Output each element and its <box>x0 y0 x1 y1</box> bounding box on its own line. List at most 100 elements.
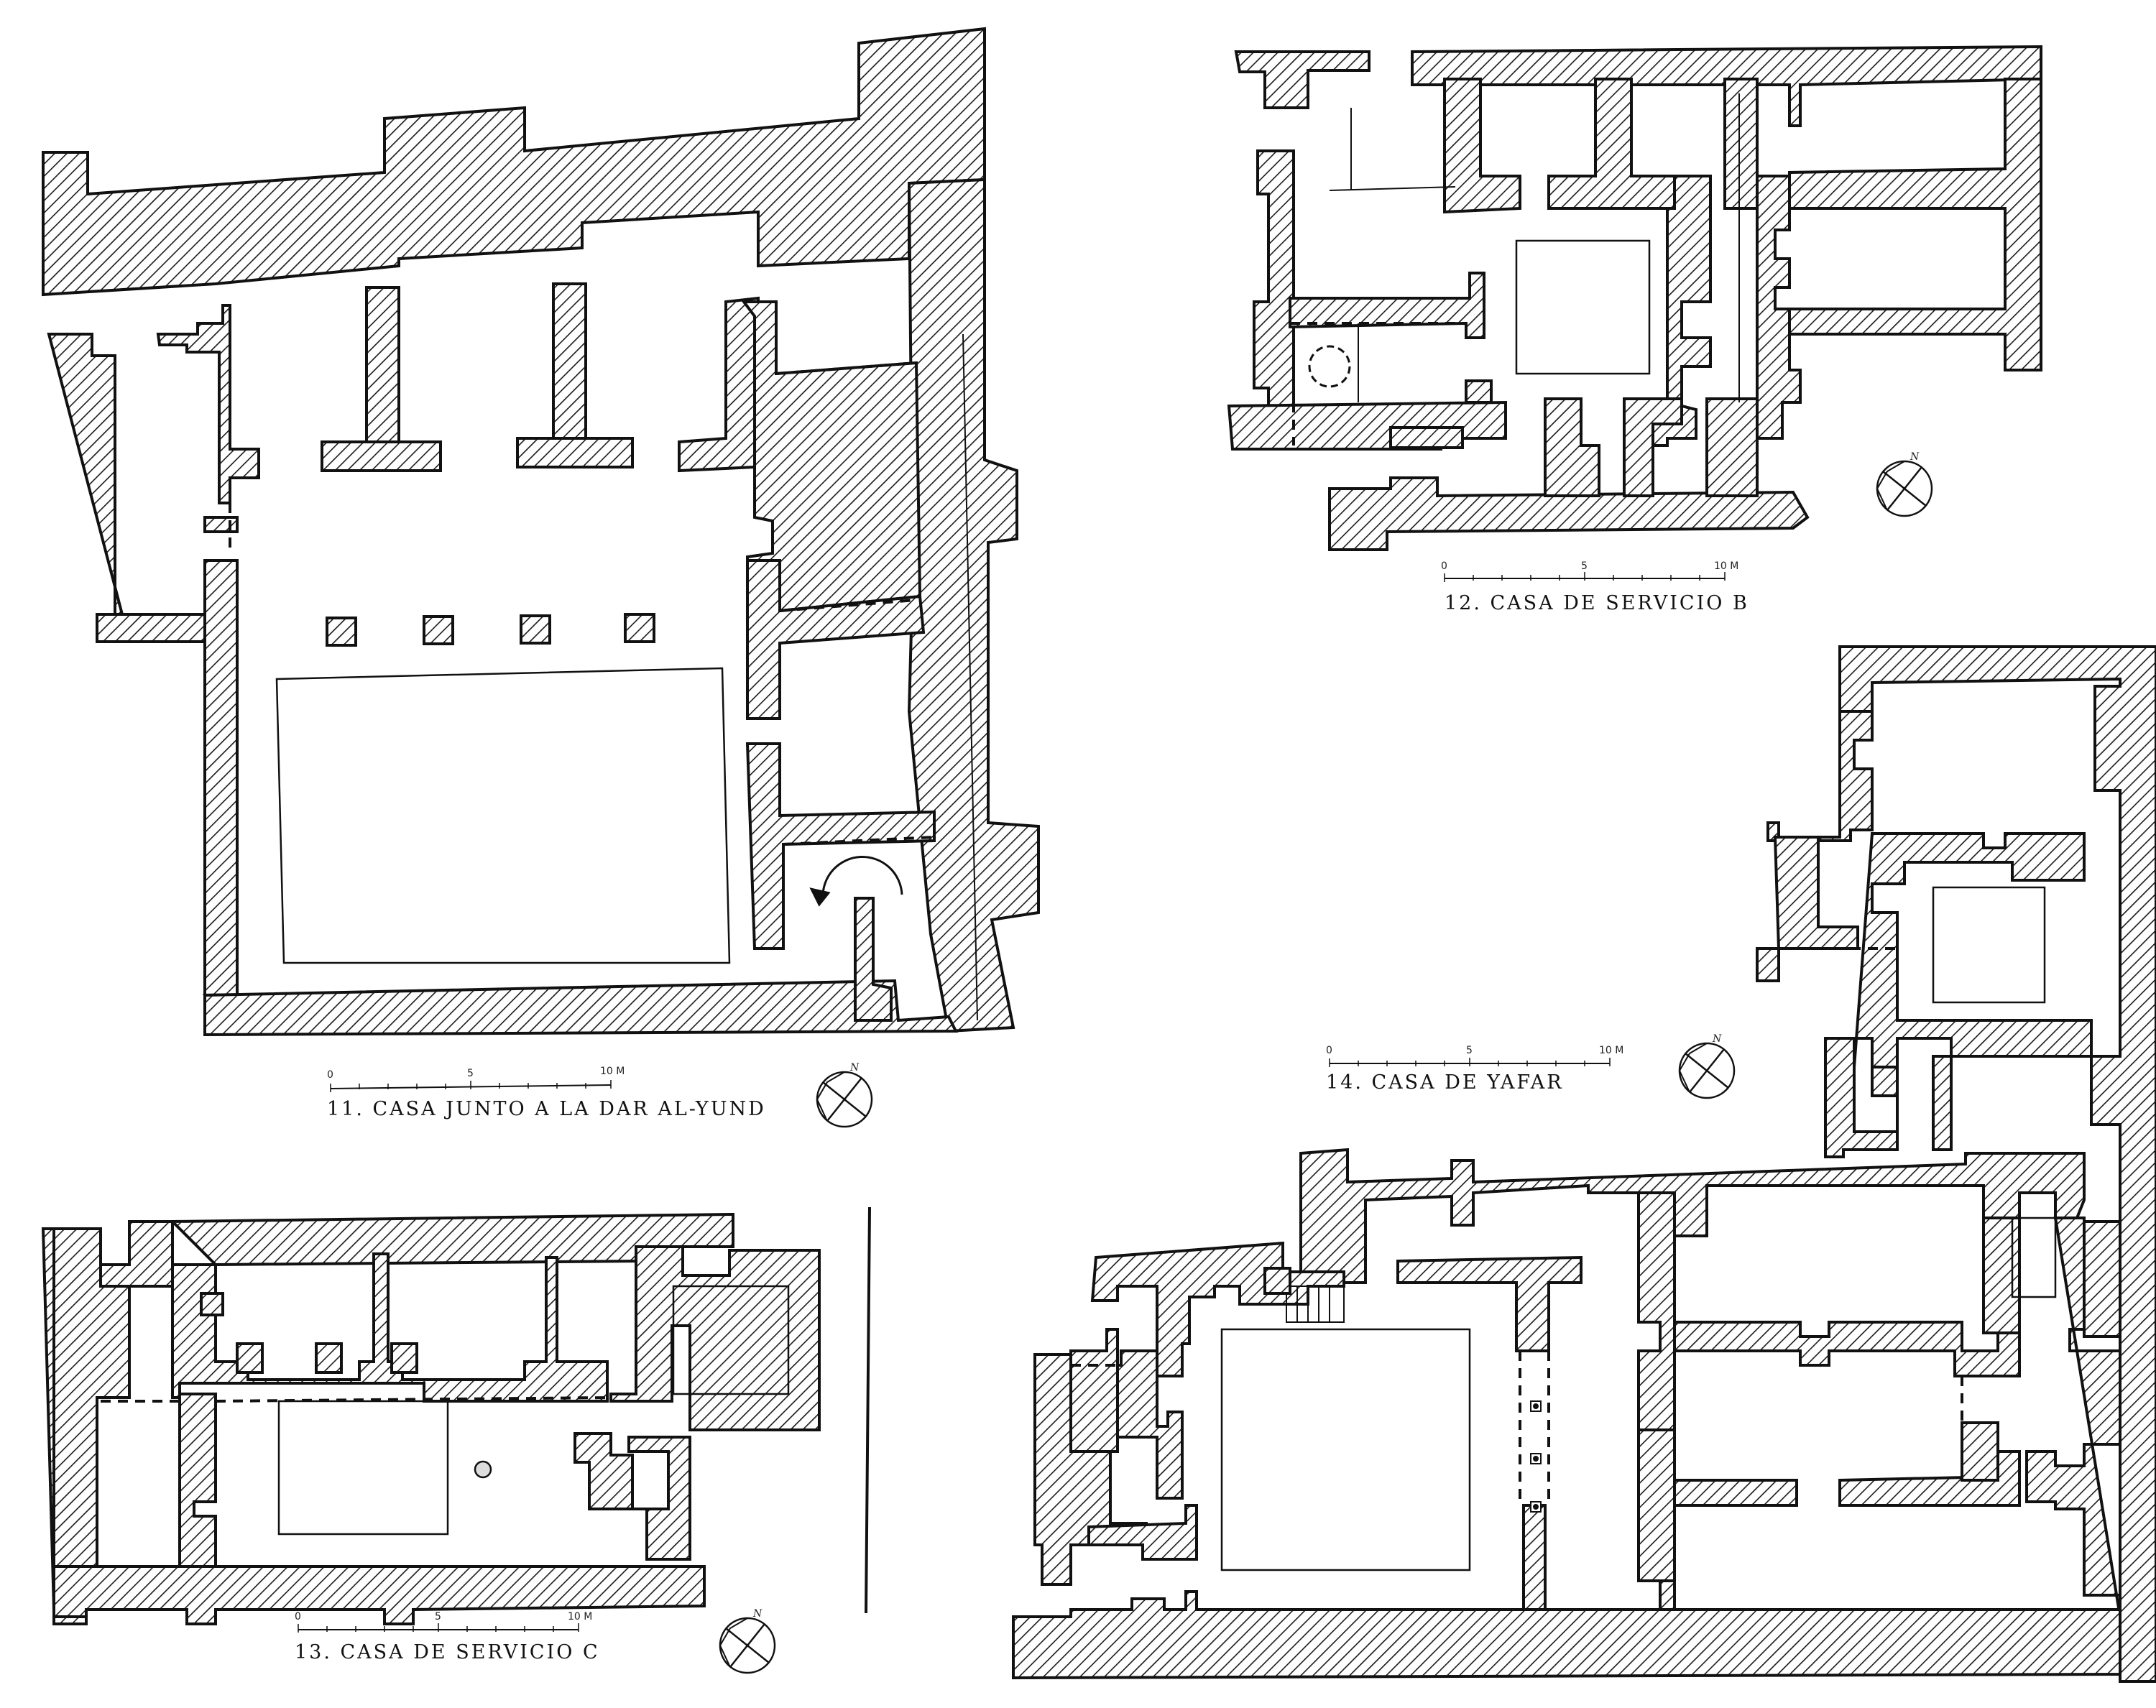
plan-14-small-strip <box>1087 1504 1198 1561</box>
plan-11-pier-2 <box>552 282 587 443</box>
plan-14-stair-pad <box>1263 1267 1291 1295</box>
plan-11-west-wall-b <box>96 613 217 643</box>
plan-13-scale-bar: 0 5 10 M <box>295 1611 592 1633</box>
plan-11-east-wall <box>907 177 1040 1033</box>
plan-14-tick-5: 5 <box>1466 1045 1473 1056</box>
plan-12-courtyard <box>1515 239 1651 375</box>
plan-13 <box>41 1206 871 1625</box>
plan-11-caption: 11. CASA JUNTO A LA DAR AL-YUND <box>327 1098 766 1120</box>
plan-14-east-inner-b <box>2083 1220 2122 1338</box>
plan-12-east-wall <box>1788 78 2042 371</box>
plan-13-block-c <box>315 1342 343 1374</box>
plan-12-north-letter: N <box>1909 451 1920 463</box>
plan-13-courtyard <box>277 1400 449 1536</box>
plan-12-tick-5: 5 <box>1581 560 1588 572</box>
plan-11-north-arrow <box>816 1071 873 1128</box>
plan-14-south-wall <box>1012 1590 2122 1680</box>
plan-11-west-side <box>203 559 239 997</box>
plan-11-column-2 <box>423 615 454 645</box>
plan-11-tick-0: 0 <box>327 1069 333 1081</box>
plan-11-column-3 <box>520 614 551 645</box>
plan-12-stair-block <box>1389 426 1464 449</box>
plan-12-mid-pier <box>1465 379 1493 404</box>
plan-14-top-wall <box>1299 1148 2086 1284</box>
plan-11-north-wall <box>42 27 986 297</box>
plan-13-north-rooms <box>171 1252 609 1403</box>
plan-13-east-court <box>672 1285 790 1395</box>
plan-14-columns <box>1530 1400 1542 1513</box>
plan-14-north-letter: N <box>1712 1033 1722 1045</box>
plan-14-ne-courtyard <box>1932 886 2046 1004</box>
plan-14-right-col <box>1982 1217 2021 1334</box>
plan-11-pier-2-cap <box>516 437 634 468</box>
plan-11-stair-wall <box>854 897 893 1022</box>
plan-14-tick-10: 10 M <box>1599 1045 1623 1056</box>
plan-11-courtyard <box>275 667 731 964</box>
plan-14 <box>1012 645 2156 1683</box>
plan-11-nw-rooms <box>156 304 260 504</box>
plan-12-north-wall <box>1234 50 1370 109</box>
plan-14-ne-lower <box>1824 1037 1899 1158</box>
plan-13-block-d <box>390 1342 418 1374</box>
plan-11-column-1 <box>326 617 357 647</box>
plan-12-north-wall-b <box>1411 45 2042 127</box>
plan-13-block-b <box>236 1342 264 1374</box>
plan-11-west-wall <box>47 333 203 641</box>
plan-11-column-4 <box>624 613 655 643</box>
plan-14-scale-bar: 0 5 10 M <box>1326 1045 1623 1067</box>
plan-13-east-cut <box>573 1432 691 1561</box>
plan-12 <box>1227 45 2042 551</box>
plan-14-north-arrow <box>1678 1042 1736 1099</box>
plan-13-dashed-lines <box>101 1396 612 1403</box>
plan-14-east-inner <box>2025 1217 2122 1617</box>
plan-14-stair <box>1286 1285 1345 1323</box>
plan-11-nw-rooms-b <box>203 516 239 533</box>
plan-12-well <box>1308 345 1351 388</box>
plan-12-south-mid-c <box>1705 397 1759 497</box>
plan-14-right-col-b <box>1961 1421 1999 1482</box>
plan-14-lower-pier <box>1522 1504 1547 1618</box>
plan-14-caption: 14. CASA DE YAFAR <box>1326 1071 1564 1094</box>
plan-11-tick-10: 10 M <box>600 1066 625 1077</box>
plan-12-north-arrow <box>1876 460 1933 517</box>
plan-13-tick-0: 0 <box>295 1611 301 1622</box>
plan-13-caption: 13. CASA DE SERVICIO C <box>295 1641 600 1663</box>
plan-13-mid-wall <box>178 1393 217 1568</box>
plan-14-east-wall <box>1838 645 2156 1683</box>
plan-14-ne-west <box>1773 836 1859 950</box>
plan-13-tick-10: 10 M <box>568 1611 592 1622</box>
plan-12-south-wall <box>1328 476 1810 551</box>
plan-12-north-rooms-b <box>1547 78 1676 210</box>
plan-12-thin-lines <box>1329 93 1740 402</box>
plan-11-pier-3 <box>678 296 760 473</box>
plan-13-tick-5: 5 <box>435 1611 441 1622</box>
plan-11-tick-5: 5 <box>467 1068 474 1079</box>
plan-12-caption: 12. CASA DE SERVICIO B <box>1445 592 1749 614</box>
plan-11-stair-arc <box>821 856 903 899</box>
plan-11-scale-bar: 0 5 10 M <box>327 1066 625 1092</box>
plan-11-pier-1-cap <box>321 440 442 472</box>
plan-12-north-rooms <box>1443 78 1521 214</box>
plan-13-well <box>474 1460 492 1479</box>
plan-14-lower-pier-b <box>1637 1428 1676 1582</box>
plan-11-east-rooms-c <box>745 742 936 950</box>
plan-14-tick-0: 0 <box>1326 1045 1332 1056</box>
plan-12-tick-0: 0 <box>1441 560 1447 572</box>
plan-11-stair-arrow <box>809 887 831 907</box>
plan-12-west-rooms-b <box>1227 400 1507 451</box>
plan-11-east-rooms-b <box>746 559 926 720</box>
plan-14-west-wing-b <box>1069 1328 1119 1453</box>
plan-12-scale-bar: 0 5 10 M <box>1441 560 1738 582</box>
plan-12-west-rooms <box>1289 272 1485 339</box>
plan-13-north-letter: N <box>752 1608 763 1620</box>
plan-14-east-pool <box>2011 1217 2057 1298</box>
plan-14-dashed-lines <box>1071 947 1963 1502</box>
plan-14-right-rooms-b <box>1673 1479 1798 1507</box>
plan-12-right-stack-b <box>1756 175 1802 440</box>
plan-13-west-strip <box>50 1227 131 1611</box>
plan-11-inner-line <box>962 333 978 1021</box>
plan-12-south-mid-b <box>1623 397 1683 497</box>
plan-13-south-wall <box>52 1565 706 1625</box>
plan-12-tick-10: 10 M <box>1714 560 1738 572</box>
plan-11 <box>42 27 1040 1037</box>
